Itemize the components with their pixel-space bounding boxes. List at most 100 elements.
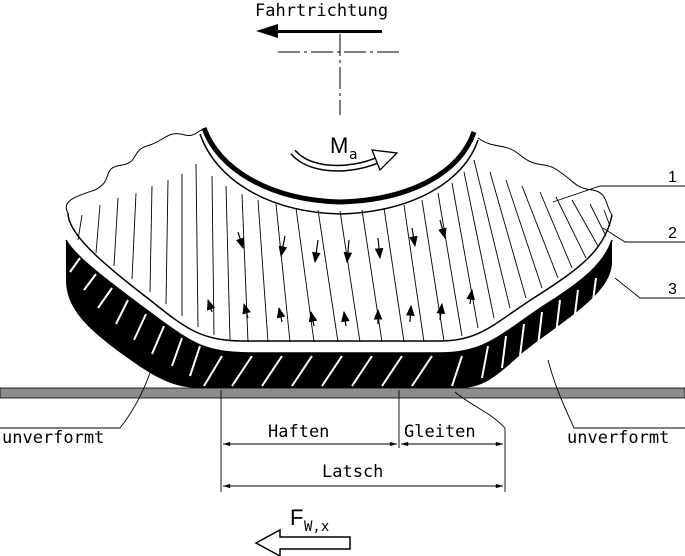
- deformation-arrow: [312, 239, 321, 264]
- sidewall-radial-line: [95, 204, 101, 254]
- tread-groove: [189, 345, 201, 377]
- sidewall-radial-line: [149, 185, 153, 293]
- sidewall-radial-line: [131, 192, 137, 280]
- adhesion-label: Haften: [268, 422, 329, 442]
- sidewall-radial-line: [539, 191, 573, 269]
- tread-groove: [519, 323, 525, 357]
- sidewall-radial-line: [555, 196, 587, 259]
- deformation-arrow: [206, 298, 216, 313]
- sidewall-radial-line: [113, 197, 119, 267]
- deformation-arrow: [406, 304, 415, 323]
- road-surface: [0, 387, 685, 399]
- sliding-label: Gleiten: [404, 422, 476, 442]
- direction-group: Fahrtrichtung: [255, 1, 388, 38]
- deformation-arrow: [409, 227, 418, 248]
- sidewall-radials: [77, 159, 611, 343]
- part-1-label: 1: [668, 169, 677, 186]
- tread-groove: [203, 355, 223, 387]
- moment-subscript: a: [349, 147, 357, 163]
- tread-groove: [451, 355, 463, 387]
- sidewall-radial-line: [295, 207, 315, 343]
- tread-groove: [171, 337, 183, 367]
- deformation-arrow: [466, 288, 475, 305]
- tread-groove: [97, 287, 113, 309]
- rim: [199, 127, 479, 215]
- cut-edge-left: [65, 129, 205, 214]
- moment-symbol: M: [330, 133, 348, 158]
- tread-groove: [411, 355, 433, 387]
- sidewall-radial-line: [505, 179, 543, 289]
- tread-groove: [501, 335, 507, 369]
- tread-groove: [69, 257, 81, 273]
- tread-groove: [555, 299, 561, 335]
- deformation-arrow: [341, 310, 350, 327]
- sidewall-radial-line: [241, 193, 249, 343]
- tread-groove: [83, 273, 97, 291]
- deformation-arrow: [308, 310, 318, 327]
- force-subscript: W,x: [304, 519, 329, 535]
- sidewall-radial-line: [451, 182, 479, 329]
- tread-groove: [321, 355, 343, 387]
- sidewall-radial-line: [463, 171, 495, 319]
- sidewall-radial-line: [275, 203, 291, 343]
- deformation-arrow: [242, 302, 251, 319]
- deformation-arrow: [438, 219, 447, 240]
- contact-patch-label: Latsch: [322, 462, 383, 482]
- direction-arrow: [256, 24, 382, 38]
- centerlines: [278, 34, 402, 115]
- tread-groove: [537, 311, 543, 347]
- tread-groove: [573, 289, 579, 323]
- tread-groove: [351, 355, 373, 387]
- deformation-arrow: [235, 231, 245, 250]
- sidewall-radial-line: [521, 185, 559, 279]
- tread-groove: [151, 325, 165, 355]
- sidewall-radial-line: [165, 179, 169, 305]
- sidewall-radial-line: [339, 210, 361, 343]
- tread-groove: [381, 355, 403, 387]
- deformation-arrows: [206, 219, 475, 327]
- sidewall-radial-line: [473, 159, 511, 309]
- undeformed-right-label: unverformt: [567, 428, 669, 448]
- tread-groove: [291, 355, 313, 387]
- sidewall-radial-line: [257, 199, 269, 343]
- dimension-lines: [220, 390, 506, 492]
- sidewall-radial-line: [589, 203, 607, 237]
- part-3-label: 3: [668, 281, 677, 298]
- sidewall-radial-line: [317, 209, 339, 343]
- sidewall-radial-line: [571, 199, 599, 247]
- deformation-arrow: [343, 239, 353, 264]
- deformation-arrow: [276, 306, 286, 323]
- sidewall-radial-line: [77, 214, 83, 241]
- tread-groove: [231, 355, 253, 387]
- tread-groove: [261, 355, 283, 387]
- undeformed-left-label: unverformt: [2, 428, 104, 448]
- sidewall-radial-line: [361, 209, 383, 343]
- part-callouts: [552, 185, 685, 299]
- deformation-arrow: [374, 237, 384, 260]
- sidewall-radial-line: [403, 204, 425, 343]
- tread-groove: [591, 277, 597, 309]
- tread: [66, 240, 612, 388]
- sidewall-radial-line: [437, 192, 463, 337]
- moment-arrow: M a: [290, 133, 399, 172]
- deformation-arrow: [278, 235, 288, 258]
- deformation-arrow: [436, 302, 446, 321]
- direction-label: Fahrtrichtung: [255, 1, 388, 21]
- sidewall-radial-line: [383, 207, 405, 343]
- tread-groove: [133, 313, 147, 341]
- cut-edges: [65, 129, 613, 216]
- tread-grooves: [69, 257, 597, 387]
- part-2-label: 2: [668, 225, 677, 242]
- sidewall-radial-line: [603, 209, 611, 227]
- cut-edge-right: [477, 137, 613, 216]
- force-symbol: F: [290, 505, 303, 530]
- sidewall-radial-line: [225, 185, 231, 341]
- tread-groove: [481, 345, 489, 379]
- sidewall-radial-line: [489, 171, 527, 299]
- sidewall-radial-line: [195, 163, 199, 328]
- undeformed-leaders: [0, 359, 685, 429]
- force-arrow: F W,x: [254, 505, 351, 556]
- tread-groove: [115, 299, 129, 325]
